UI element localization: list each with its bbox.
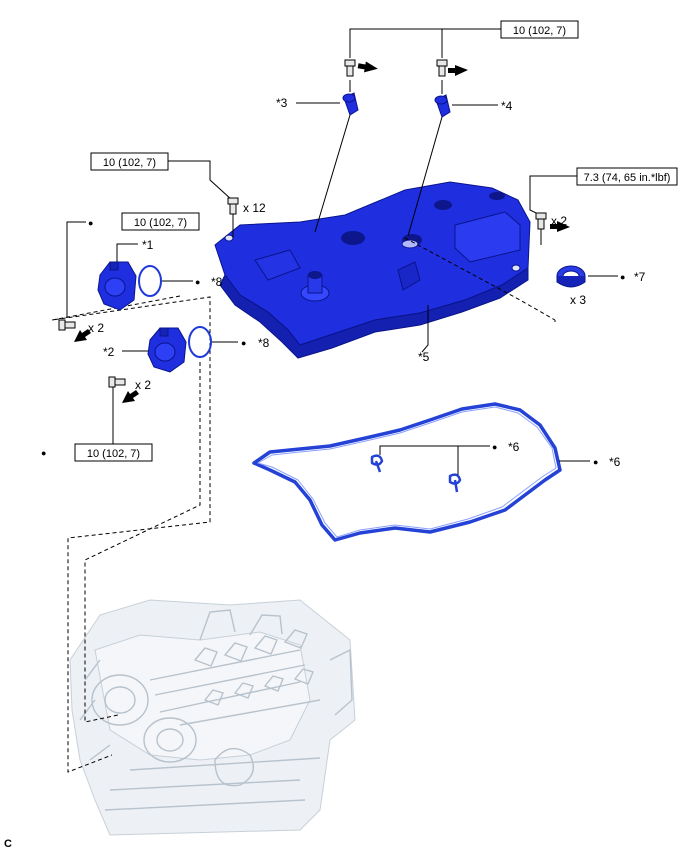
illustration-code: C: [4, 838, 12, 850]
camshaft-cap-2: [147, 327, 187, 373]
torque-box-left-lower: [74, 443, 153, 462]
dashed-leader-seal: [404, 237, 556, 321]
callout-2: *2: [103, 345, 115, 359]
callout-1: *1: [142, 238, 154, 252]
o-ring-upper: [138, 265, 162, 297]
dashed-leader-cap2: [84, 362, 201, 723]
torque-text-right: 7.3 (74, 65 in.*lbf): [584, 172, 671, 184]
torque-text-top: 10 (102, 7): [513, 25, 566, 37]
callout-4: *4: [501, 99, 513, 113]
quantity-x3: x 3: [570, 293, 586, 307]
bolt-top-right: [436, 59, 448, 77]
camshaft-cap-1: [97, 261, 137, 311]
callout-5: *5: [418, 350, 430, 364]
callout-3: *3: [276, 96, 288, 110]
bolt-cover: [227, 197, 239, 215]
cylinder-head-cover: [214, 181, 531, 359]
torque-text-left-mid: 10 (102, 7): [134, 217, 187, 229]
cover-gasket: [252, 402, 562, 542]
spark-plug-tube-seal: [556, 265, 586, 288]
marker-dot-7: ●: [620, 272, 625, 282]
arrow-icon: [122, 390, 139, 403]
torque-box-left-mid: [121, 212, 200, 231]
quantity-x12: x 12: [243, 201, 266, 215]
arrow-icon: [74, 329, 91, 342]
bolt-top-left: [344, 59, 356, 77]
bolt-right: [535, 212, 547, 230]
arrow-icon: [357, 61, 378, 73]
quantity-x2-left-b: x 2: [135, 378, 151, 392]
marker-dot-left-lower: ●: [41, 448, 46, 458]
engine-illustration: [69, 599, 356, 836]
arrow-icon: [448, 65, 468, 76]
callout-8b: *8: [258, 336, 270, 350]
callout-7: *7: [634, 270, 646, 284]
marker-dot-6a: ●: [492, 442, 497, 452]
marker-dot-1: ●: [88, 218, 93, 228]
callout-6b: *6: [609, 455, 621, 469]
marker-dot-8b: ●: [241, 338, 246, 348]
quantity-x2-right: x 2: [551, 214, 567, 228]
marker-dot-8a: ●: [195, 277, 200, 287]
bolt-left-b: [108, 376, 126, 388]
arrow-icon: [550, 221, 570, 232]
o-ring-lower: [188, 326, 212, 358]
bolt-left-a: [58, 319, 76, 331]
quantity-x2-left-a: x 2: [88, 321, 104, 335]
callout-6a: *6: [508, 440, 520, 454]
dashed-leader-cap1: [51, 295, 211, 773]
torque-text-left-lower: 10 (102, 7): [87, 448, 140, 460]
torque-text-left-upper: 10 (102, 7): [103, 157, 156, 169]
cam-sensor-3: [342, 92, 359, 116]
cam-sensor-4: [434, 94, 451, 118]
callout-8a: *8: [211, 275, 223, 289]
marker-dot-6b: ●: [593, 457, 598, 467]
